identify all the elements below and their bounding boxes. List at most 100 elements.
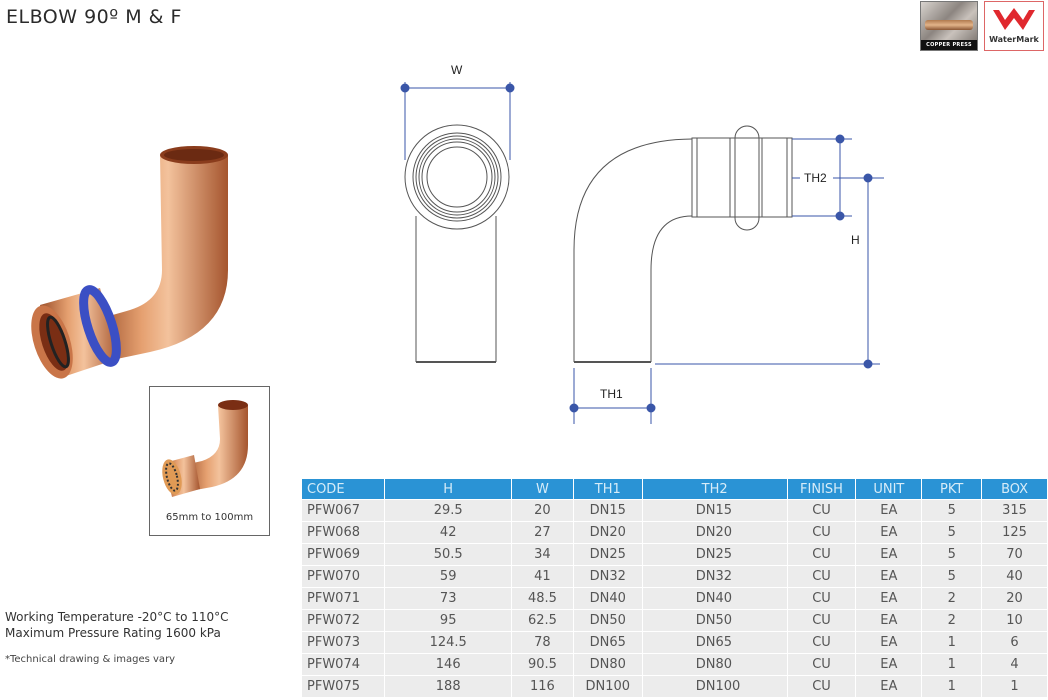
table-cell-h: 29.5 — [384, 499, 512, 522]
table-cell-code: PFW068 — [302, 521, 386, 544]
table-cell-finish: CU — [787, 675, 857, 697]
table-cell-w: 90.5 — [511, 653, 574, 676]
col-th2: TH2 — [642, 479, 788, 500]
copper-elbow-photo-small: 65mm to 100mm — [149, 386, 270, 536]
table-cell-w: 116 — [511, 675, 574, 697]
watermark-w-icon — [993, 8, 1035, 30]
table-cell-code: PFW072 — [302, 609, 386, 632]
table-cell-th2: DN20 — [642, 521, 788, 544]
table-cell-code: PFW069 — [302, 543, 386, 566]
table-cell-finish: CU — [787, 587, 857, 610]
table-cell-box: 125 — [981, 521, 1048, 544]
table-cell-code: PFW073 — [302, 631, 386, 654]
table-cell-box: 20 — [981, 587, 1048, 610]
table-cell-code: PFW070 — [302, 565, 386, 588]
pipe-graphic — [925, 20, 973, 30]
page-title: ELBOW 90º M & F — [6, 6, 182, 28]
table-cell-code: PFW074 — [302, 653, 386, 676]
w-label: W — [451, 63, 463, 77]
table-cell-box: 315 — [981, 499, 1048, 522]
table-cell-h: 95 — [384, 609, 512, 632]
table-cell-w: 78 — [511, 631, 574, 654]
col-pkt: PKT — [921, 479, 983, 500]
specs-block: Working Temperature -20°C to 110°C Maxim… — [5, 609, 229, 641]
table-cell-th1: DN20 — [573, 521, 643, 544]
copper-elbow-photo — [0, 120, 300, 390]
size-range-caption: 65mm to 100mm — [165, 512, 254, 523]
table-cell-th1: DN15 — [573, 499, 643, 522]
th2-dimension — [792, 134, 884, 221]
working-temperature: Working Temperature -20°C to 110°C — [5, 610, 229, 624]
table-cell-unit: EA — [855, 499, 923, 522]
col-unit: UNIT — [855, 479, 923, 500]
table-cell-pkt: 1 — [921, 675, 983, 697]
table-cell-finish: CU — [787, 565, 857, 588]
spec-table: CODE H W TH1 TH2 FINISH UNIT PKT BOX PFW… — [302, 479, 1048, 697]
max-pressure: Maximum Pressure Rating 1600 kPa — [5, 626, 221, 640]
table-cell-unit: EA — [855, 631, 923, 654]
table-cell-finish: CU — [787, 609, 857, 632]
table-cell-th2: DN32 — [642, 565, 788, 588]
table-cell-pkt: 5 — [921, 543, 983, 566]
table-header-row: CODE H W TH1 TH2 FINISH UNIT PKT BOX — [302, 479, 1048, 500]
table-cell-finish: CU — [787, 543, 857, 566]
table-cell-finish: CU — [787, 631, 857, 654]
table-cell-finish: CU — [787, 499, 857, 522]
table-cell-box: 10 — [981, 609, 1048, 632]
th1-dimension — [569, 368, 656, 424]
table-cell-pkt: 5 — [921, 565, 983, 588]
table-cell-code: PFW075 — [302, 675, 386, 697]
table-cell-th2: DN25 — [642, 543, 788, 566]
watermark-logo: WaterMark — [984, 1, 1044, 51]
copper-press-label: COPPER PRESS — [921, 40, 977, 50]
col-th1: TH1 — [573, 479, 643, 500]
table-cell-h: 42 — [384, 521, 512, 544]
table-cell-h: 124.5 — [384, 631, 512, 654]
col-w: W — [511, 479, 574, 500]
table-cell-th1: DN65 — [573, 631, 643, 654]
table-cell-pkt: 2 — [921, 587, 983, 610]
h-label: H — [851, 233, 860, 247]
h-dimension — [655, 173, 880, 369]
table-cell-box: 70 — [981, 543, 1048, 566]
table-cell-th2: DN40 — [642, 587, 788, 610]
table-cell-h: 50.5 — [384, 543, 512, 566]
table-cell-pkt: 1 — [921, 631, 983, 654]
table-cell-finish: CU — [787, 521, 857, 544]
table-cell-w: 62.5 — [511, 609, 574, 632]
copper-press-logo: COPPER PRESS — [920, 1, 978, 51]
table-cell-h: 146 — [384, 653, 512, 676]
table-cell-unit: EA — [855, 565, 923, 588]
table-cell-unit: EA — [855, 521, 923, 544]
table-cell-th1: DN32 — [573, 565, 643, 588]
table-cell-th1: DN40 — [573, 587, 643, 610]
watermark-label: WaterMark — [989, 35, 1039, 44]
w-dimension — [400, 82, 515, 160]
table-cell-th1: DN50 — [573, 609, 643, 632]
table-cell-code: PFW071 — [302, 587, 386, 610]
table-cell-pkt: 2 — [921, 609, 983, 632]
table-cell-code: PFW067 — [302, 499, 386, 522]
col-finish: FINISH — [787, 479, 857, 500]
table-cell-pkt: 5 — [921, 499, 983, 522]
table-cell-h: 188 — [384, 675, 512, 697]
table-cell-unit: EA — [855, 675, 923, 697]
table-cell-th1: DN100 — [573, 675, 643, 697]
table-cell-th2: DN100 — [642, 675, 788, 697]
col-h: H — [384, 479, 512, 500]
table-cell-unit: EA — [855, 609, 923, 632]
table-cell-w: 41 — [511, 565, 574, 588]
table-cell-h: 73 — [384, 587, 512, 610]
table-cell-w: 48.5 — [511, 587, 574, 610]
table-cell-th2: DN80 — [642, 653, 788, 676]
col-box: BOX — [981, 479, 1048, 500]
